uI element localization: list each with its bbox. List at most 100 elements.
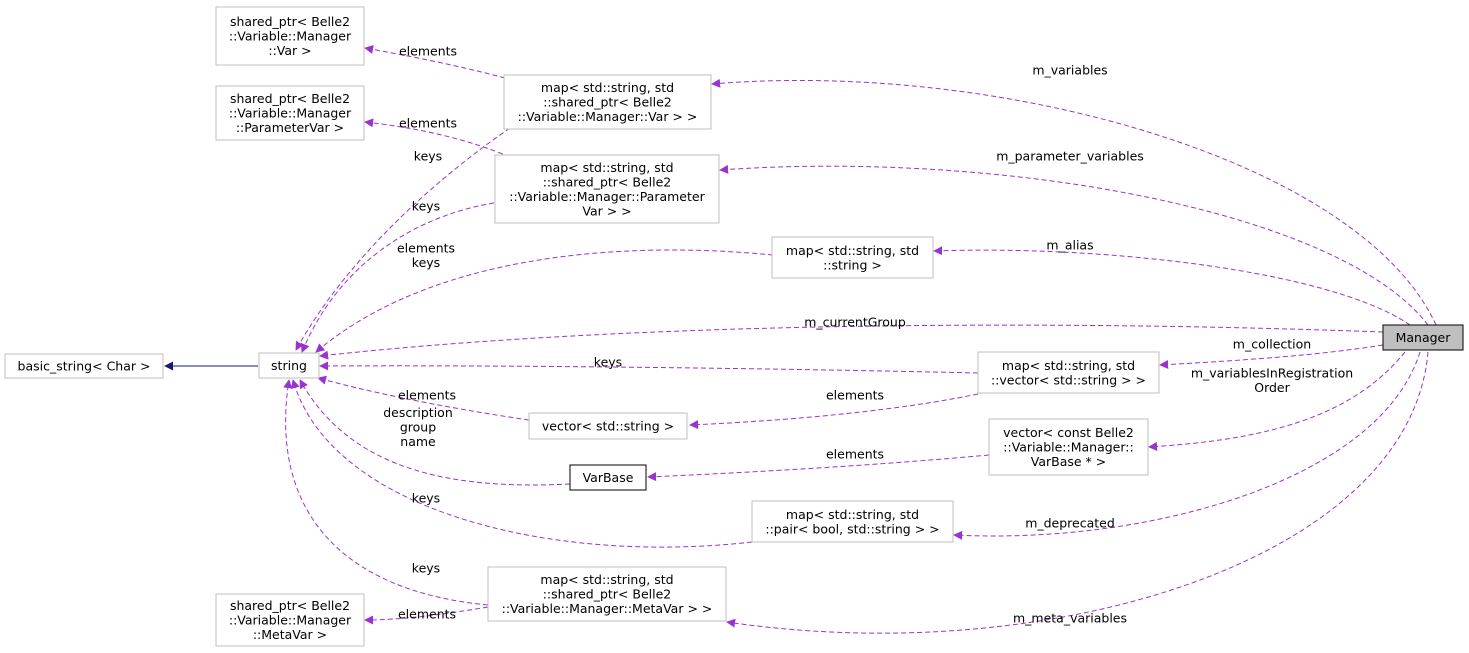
- node-shared-ptr-var-box: [215, 6, 365, 66]
- node-shared-ptr-meta-var[interactable]: shared_ptr< Belle2::Variable::Manager::M…: [215, 593, 365, 647]
- node-vector-varbase[interactable]: vector< const Belle2::Variable::Manager:…: [988, 418, 1149, 476]
- node-label-line: Var > >: [582, 203, 631, 218]
- node-label-line: ::Variable::Manager::: [1003, 440, 1133, 455]
- edge-map-collection-keys: keys: [319, 355, 979, 374]
- node-map-collection-box: [977, 351, 1160, 394]
- node-vector-string-box: [528, 412, 688, 440]
- node-vector-string[interactable]: vector< std::string >: [528, 412, 688, 440]
- node-map-collection[interactable]: map< std::string, std::vector< std::stri…: [977, 351, 1160, 394]
- node-label-line: VarBase: [583, 470, 634, 485]
- node-map-alias-box: [771, 236, 934, 279]
- node-label-line: ::shared_ptr< Belle2: [543, 587, 672, 602]
- node-label-line: ::pair< bool, std::string > >: [765, 521, 939, 536]
- edge-label: Order: [1254, 380, 1290, 395]
- node-label-line: basic_string< Char >: [18, 359, 151, 374]
- node-label-line: ::Variable::Manager::Var > >: [518, 109, 698, 124]
- node-label-line: string: [271, 358, 307, 373]
- edge-manager-m-alias: m_alias: [933, 238, 1411, 326]
- node-label-line: ::Variable::Manager: [229, 29, 352, 44]
- node-basic-string-box: [4, 353, 164, 379]
- edge-label: description: [383, 405, 453, 420]
- edge-label: elements: [398, 607, 456, 622]
- edge-manager-current-group: m_currentGroup: [319, 315, 1384, 360]
- node-label-line: map< std::string, std: [540, 160, 673, 175]
- edge-label: m_deprecated: [1025, 516, 1115, 531]
- edge-collection-elements: elements: [689, 388, 979, 430]
- node-label-line: ::string >: [823, 257, 882, 272]
- edge-manager-m-deprecated: m_deprecated: [953, 351, 1421, 540]
- node-map-alias[interactable]: map< std::string, std::string >: [771, 236, 934, 279]
- edge-map-param-elements: elements: [364, 116, 511, 158]
- edge-label: keys: [594, 355, 622, 370]
- node-label-line: ::MetaVar >: [253, 627, 327, 642]
- node-shared-ptr-parameter-var[interactable]: shared_ptr< Belle2::Variable::Manager::P…: [215, 85, 365, 141]
- node-label-line: ::shared_ptr< Belle2: [543, 95, 672, 110]
- edge-map-meta-elements: elements: [364, 607, 489, 625]
- node-label-line: map< std::string, std: [541, 80, 674, 95]
- node-label-line: VarBase * >: [1031, 454, 1107, 469]
- edge-map-var-elements: elements: [364, 44, 506, 79]
- node-label-line: map< std::string, std: [786, 507, 919, 522]
- node-label-line: ::Variable::Manager: [229, 613, 352, 628]
- node-shared-ptr-parameter-var-box: [215, 85, 365, 141]
- node-label-line: Manager: [1396, 330, 1452, 345]
- edge-label: keys: [412, 561, 440, 576]
- edge-label: m_parameter_variables: [996, 149, 1144, 164]
- edge-map-deprecated-keys: keys: [290, 379, 753, 548]
- edge-label: name: [400, 434, 436, 449]
- edge-label: m_variables: [1032, 63, 1107, 78]
- node-string-box: [258, 352, 320, 379]
- node-map-deprecated[interactable]: map< std::string, std::pair< bool, std::…: [751, 500, 954, 543]
- edge-label: m_alias: [1046, 238, 1093, 253]
- node-label-line: ::vector< std::string > >: [991, 372, 1146, 387]
- node-varbase[interactable]: VarBase: [569, 464, 647, 491]
- node-label-line: ::shared_ptr< Belle2: [543, 174, 672, 189]
- edge-label: keys: [414, 149, 442, 164]
- edge-label: m_collection: [1233, 337, 1311, 352]
- edge-label: m_currentGroup: [804, 315, 906, 330]
- edge-manager-m-meta-variables: m_meta_variables: [726, 351, 1429, 634]
- node-label-line: shared_ptr< Belle2: [230, 598, 350, 613]
- node-basic-string[interactable]: basic_string< Char >: [4, 353, 164, 379]
- edge-map-var-keys: keys: [295, 127, 511, 351]
- edge-label: keys: [412, 255, 440, 270]
- edge-label: m_variablesInRegistration: [1191, 365, 1353, 380]
- edge-label: m_meta_variables: [1013, 611, 1127, 626]
- node-label-line: vector< std::string >: [542, 419, 674, 434]
- node-string[interactable]: string: [258, 352, 320, 379]
- node-varbase-box: [569, 464, 647, 491]
- node-label-line: ::Variable::Manager::MetaVar > >: [502, 601, 713, 616]
- node-label-line: map< std::string, std: [786, 243, 919, 258]
- node-map-meta-var[interactable]: map< std::string, std::shared_ptr< Belle…: [487, 566, 727, 622]
- node-label-line: map< std::string, std: [540, 572, 673, 587]
- edge-vector-string-elements: elements: [317, 375, 530, 421]
- node-map-parameter-var[interactable]: map< std::string, std::shared_ptr< Belle…: [494, 154, 720, 224]
- edge-label: elements: [398, 388, 456, 403]
- node-manager-box: [1382, 324, 1464, 351]
- node-manager[interactable]: Manager: [1382, 324, 1464, 351]
- node-shared-ptr-var[interactable]: shared_ptr< Belle2::Variable::Manager::V…: [215, 6, 365, 66]
- node-label-line: ::ParameterVar >: [236, 120, 344, 135]
- edge-vector-varbase-elements: elements: [647, 447, 990, 482]
- node-map-meta-var-box: [487, 566, 727, 622]
- edge-label: group: [400, 420, 436, 435]
- node-map-var[interactable]: map< std::string, std::shared_ptr< Belle…: [503, 74, 712, 130]
- edge-label: keys: [412, 491, 440, 506]
- node-label-line: shared_ptr< Belle2: [230, 91, 350, 106]
- edge-map-param-keys: keys: [300, 199, 495, 353]
- edge-manager-m-variables: m_variables: [711, 63, 1437, 326]
- edge-label: elements: [399, 44, 457, 59]
- edge-map-meta-keys: keys: [283, 379, 489, 606]
- node-map-var-box: [503, 74, 712, 130]
- node-label-line: vector< const Belle2: [1003, 425, 1134, 440]
- edge-manager-m-collection: m_collection: [1159, 337, 1384, 370]
- node-vector-varbase-box: [988, 418, 1149, 476]
- node-map-parameter-var-box: [494, 154, 720, 224]
- edge-label: keys: [412, 199, 440, 214]
- node-label-line: shared_ptr< Belle2: [230, 14, 350, 29]
- edge-manager-m-parameter-variables: m_parameter_variables: [719, 149, 1429, 326]
